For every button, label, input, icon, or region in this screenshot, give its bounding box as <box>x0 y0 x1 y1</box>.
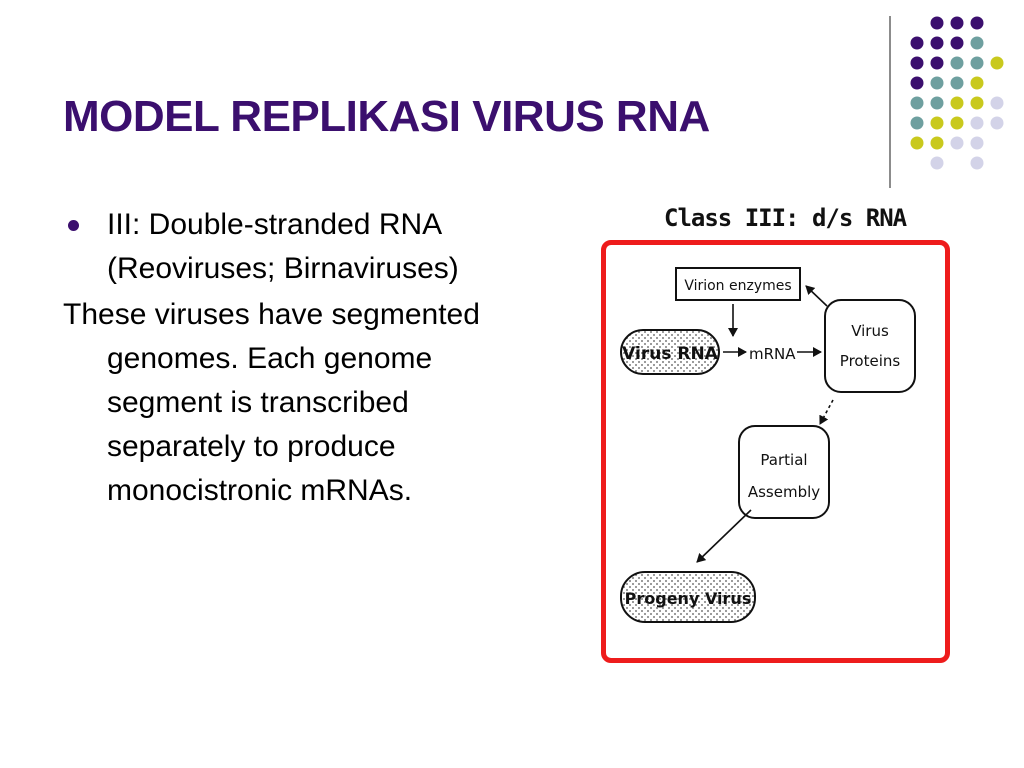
decorative-dot <box>910 116 924 130</box>
decorative-dot <box>910 56 924 70</box>
replication-diagram: Virion enzymes Virus RNA mRNA Virus Prot… <box>620 267 916 623</box>
decorative-dot <box>970 96 984 110</box>
arrow-proteins-to-enzymes <box>805 285 828 307</box>
decorative-dot <box>970 56 984 70</box>
virus-proteins-label-2: Proteins <box>840 352 901 370</box>
decorative-dot <box>910 96 924 110</box>
bullet-item: III: Double-stranded RNA (Reoviruses; Bi… <box>63 203 513 291</box>
decorative-dot <box>910 76 924 90</box>
decorative-dot <box>930 96 944 110</box>
virus-proteins-label-1: Virus <box>851 322 889 340</box>
decorative-dot-grid <box>910 16 1004 170</box>
decorative-dot <box>950 96 964 110</box>
diagram-frame <box>601 240 950 663</box>
decorative-dot <box>910 36 924 50</box>
decorative-dot <box>970 116 984 130</box>
decorative-dot <box>930 56 944 70</box>
body-paragraph: These viruses have segmented genomes. Ea… <box>63 298 480 507</box>
decorative-dot <box>930 136 944 150</box>
decorative-dot <box>950 136 964 150</box>
diagram-title: Class III: d/s RNA <box>664 204 907 232</box>
decorative-dot <box>930 76 944 90</box>
progeny-virus-label: Progeny Virus <box>625 589 752 608</box>
slide-title: MODEL REPLIKASI VIRUS RNA <box>63 92 710 141</box>
virus-rna-label: Virus RNA <box>622 344 719 364</box>
partial-assembly-label-1: Partial <box>760 451 807 469</box>
decorative-dot <box>970 36 984 50</box>
decorative-dot <box>970 76 984 90</box>
decorative-dot <box>970 16 984 30</box>
virion-enzymes-label: Virion enzymes <box>684 278 791 294</box>
decorative-dot <box>990 116 1004 130</box>
bullet-icon <box>68 220 79 231</box>
bullet-text: III: Double-stranded RNA (Reoviruses; Bi… <box>107 208 459 285</box>
decorative-dot <box>970 136 984 150</box>
virion-enzymes-box: Virion enzymes <box>675 267 801 301</box>
arrow-assembly-to-progeny <box>696 509 752 563</box>
decorative-dot <box>930 156 944 170</box>
decorative-divider <box>889 16 891 188</box>
decorative-dot <box>990 96 1004 110</box>
mrna-label: mRNA <box>749 345 796 363</box>
slide-body: III: Double-stranded RNA (Reoviruses; Bi… <box>63 203 513 513</box>
arrow-proteins-to-assembly <box>819 399 834 425</box>
decorative-dot <box>930 36 944 50</box>
partial-assembly-box: Partial Assembly <box>738 425 830 519</box>
virus-proteins-box: Virus Proteins <box>824 299 916 393</box>
decorative-dot <box>950 16 964 30</box>
partial-assembly-label-2: Assembly <box>748 483 820 501</box>
decorative-dot <box>930 16 944 30</box>
decorative-dot <box>950 76 964 90</box>
progeny-virus-node: Progeny Virus <box>620 571 756 623</box>
decorative-dot <box>950 36 964 50</box>
decorative-dot <box>990 56 1004 70</box>
decorative-dot <box>950 116 964 130</box>
decorative-dot <box>950 56 964 70</box>
decorative-dot <box>930 116 944 130</box>
virus-rna-node: Virus RNA <box>620 329 720 375</box>
decorative-dot <box>970 156 984 170</box>
decorative-dot <box>910 136 924 150</box>
